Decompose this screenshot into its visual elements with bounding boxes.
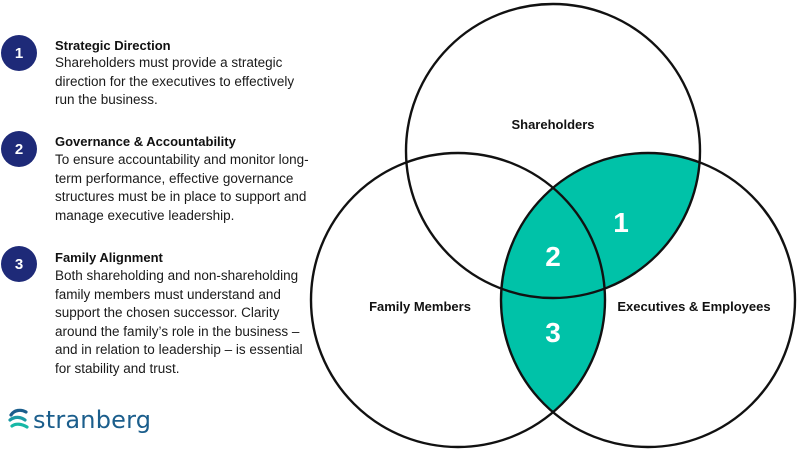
region-center xyxy=(501,153,605,298)
label-family-members: Family Members xyxy=(369,299,471,314)
item-body: Shareholders must provide a strategic di… xyxy=(55,55,295,107)
label-shareholders: Shareholders xyxy=(511,117,594,132)
stranberg-logo-icon xyxy=(8,408,29,429)
circle-executives-employees xyxy=(499,151,797,449)
item-title: Family Alignment xyxy=(55,250,163,265)
number-badge-1: 1 xyxy=(1,35,37,71)
number-badge-2: 2 xyxy=(1,131,37,167)
circle-shareholders xyxy=(404,2,702,300)
item-title: Strategic Direction xyxy=(55,38,171,53)
region-number-1: 1 xyxy=(613,207,629,238)
region-number-3: 3 xyxy=(545,317,561,348)
item-body: Both shareholding and non-shareholding f… xyxy=(55,268,303,376)
label-executives-employees: Executives & Employees xyxy=(617,299,770,314)
logo-text: stranberg xyxy=(33,406,152,434)
region-number-2: 2 xyxy=(545,241,561,272)
item-title: Governance & Accountability xyxy=(55,134,236,149)
item-body: To ensure accountability and monitor lon… xyxy=(55,152,309,223)
circle-family-members xyxy=(309,151,607,449)
number-badge-3: 3 xyxy=(1,246,37,282)
stranberg-logo: stranberg xyxy=(8,404,151,436)
